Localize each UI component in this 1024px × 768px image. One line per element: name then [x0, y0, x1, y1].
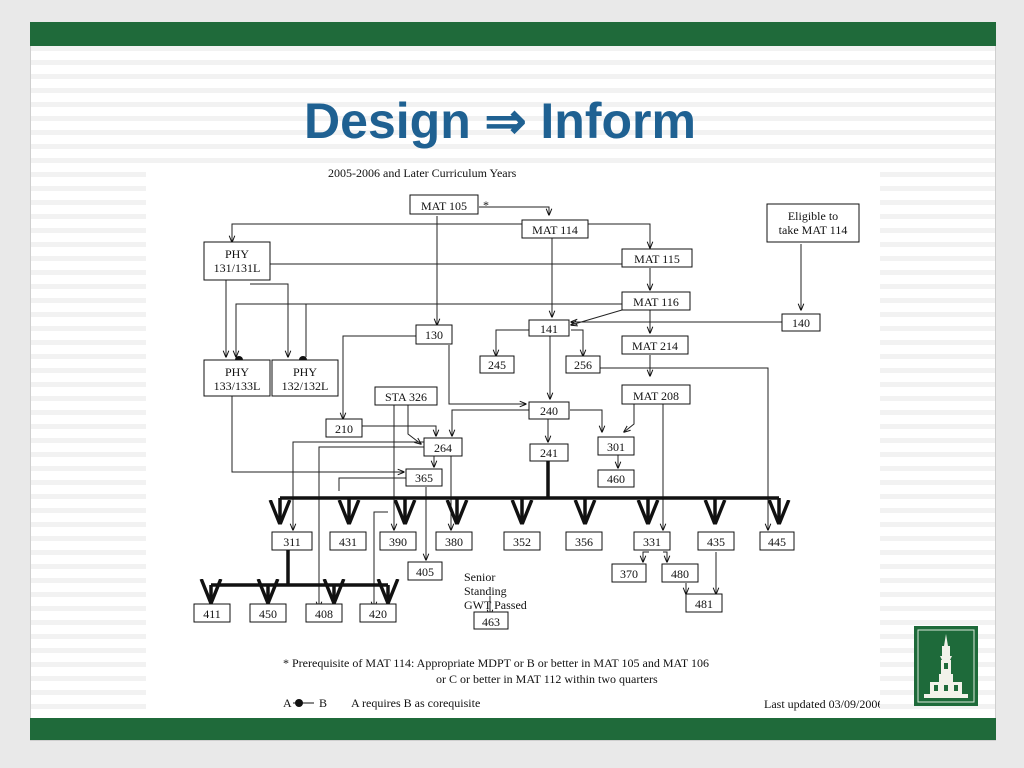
node-431: 431 [339, 535, 357, 549]
node-phy133-line2: 133/133L [214, 379, 261, 393]
senior-line2: Standing [464, 584, 507, 598]
node-480: 480 [671, 567, 689, 581]
node-mat208: MAT 208 [633, 389, 679, 403]
node-140: 140 [792, 316, 810, 330]
node-370: 370 [620, 567, 638, 581]
node-phy131-line1: PHY [225, 247, 249, 261]
node-256: 256 [574, 358, 592, 372]
node-mat214: MAT 214 [632, 339, 678, 353]
node-460: 460 [607, 472, 625, 486]
node-phy132-line1: PHY [293, 365, 317, 379]
node-boxes [193, 194, 860, 630]
legend-a: A [283, 696, 292, 710]
curriculum-flowchart: 2005-2006 and Later Curriculum Years [146, 164, 880, 718]
node-301: 301 [607, 440, 625, 454]
node-240: 240 [540, 404, 558, 418]
legend-text: A requires B as corequisite [351, 696, 480, 710]
node-311: 311 [283, 535, 301, 549]
node-130: 130 [425, 328, 443, 342]
node-141: 141 [540, 322, 558, 336]
legend-b: B [319, 696, 327, 710]
node-mat105: MAT 105 [421, 199, 467, 213]
bottom-green-band [30, 718, 996, 740]
node-356: 356 [575, 535, 593, 549]
node-405: 405 [416, 565, 434, 579]
senior-line3: GWT Passed [464, 598, 527, 612]
footnote-line2: or C or better in MAT 112 within two qua… [436, 672, 658, 686]
last-updated: Last updated 03/09/2006 [764, 697, 880, 711]
node-352: 352 [513, 535, 531, 549]
node-phy133-line1: PHY [225, 365, 249, 379]
node-mat114: MAT 114 [532, 223, 578, 237]
node-mat115: MAT 115 [634, 252, 680, 266]
senior-line1: Senior [464, 570, 495, 584]
node-450: 450 [259, 607, 277, 621]
node-420: 420 [369, 607, 387, 621]
node-264: 264 [434, 441, 452, 455]
star-marker: * [483, 198, 489, 212]
thick-bus [211, 461, 779, 601]
node-435: 435 [707, 535, 725, 549]
footnote-line1: * Prerequisite of MAT 114: Appropriate M… [283, 656, 709, 670]
node-eligible-line1: Eligible to [788, 209, 838, 223]
node-481: 481 [695, 597, 713, 611]
slide-title: Design ⇒ Inform [304, 93, 696, 149]
node-411: 411 [203, 607, 221, 621]
node-210: 210 [335, 422, 353, 436]
node-390: 390 [389, 535, 407, 549]
node-445: 445 [768, 535, 786, 549]
node-331: 331 [643, 535, 661, 549]
university-logo [914, 626, 978, 706]
flowchart-svg: 2005-2006 and Later Curriculum Years [193, 166, 880, 711]
node-241: 241 [540, 446, 558, 460]
node-380: 380 [445, 535, 463, 549]
node-sta326: STA 326 [385, 390, 427, 404]
thin-connectors [226, 206, 801, 616]
node-eligible-line2: take MAT 114 [779, 223, 848, 237]
legend-dot [295, 699, 303, 707]
node-phy132-line2: 132/132L [282, 379, 329, 393]
diagram-header: 2005-2006 and Later Curriculum Years [328, 166, 517, 180]
node-365: 365 [415, 471, 433, 485]
node-408: 408 [315, 607, 333, 621]
node-463: 463 [482, 615, 500, 629]
node-mat116: MAT 116 [633, 295, 679, 309]
tower-icon [917, 629, 975, 703]
top-green-band [30, 22, 996, 46]
node-phy131-line2: 131/131L [214, 261, 261, 275]
node-245: 245 [488, 358, 506, 372]
